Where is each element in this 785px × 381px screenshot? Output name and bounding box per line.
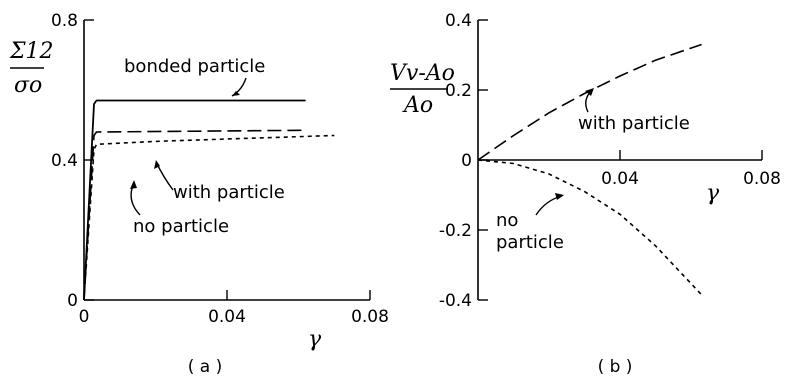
panel-b-label-no: no	[496, 210, 518, 231]
panel-b-ylabel-numerator: Vv-Ao	[390, 61, 455, 86]
panel-b-y-tick-label: -0.4	[439, 291, 472, 311]
panel-b-series-with-particle	[477, 43, 702, 161]
panel-b-y-tick-label: 0.4	[445, 11, 472, 31]
panel-a-x-tick-label: 0	[79, 307, 90, 327]
panel-a-ylabel-numerator: Σ12	[9, 39, 54, 64]
panel-b-x-tick-label: 0.04	[601, 169, 639, 189]
panel-b-xlabel: γ	[706, 181, 720, 206]
panel-b-label-particle: particle	[496, 232, 564, 253]
panel-a-x-tick-label: 0.04	[208, 307, 246, 327]
panel-a-label-with-particle: with particle	[173, 182, 285, 203]
panel-a-label-no-particle: no particle	[133, 216, 229, 237]
panel-a-ylabel-denominator: σo	[14, 73, 42, 98]
panel-a-xlabel: γ	[308, 327, 322, 352]
panel-b-arrowhead-no	[555, 193, 564, 200]
panel-a-caption: ( a )	[188, 357, 223, 377]
panel-b-arrowhead-with	[585, 88, 594, 96]
panel-b-x-tick-label: 0.08	[743, 169, 781, 189]
panel-a-marks: 0 0.4 0.8 0 0.04 0.08	[51, 11, 389, 327]
panel-a-y-tick-label: 0	[67, 291, 78, 311]
panel-b-y-tick-label: -0.2	[439, 221, 472, 241]
panel-b-marks: -0.4 -0.2 0 0.2 0.4 0.04 0.08	[439, 11, 781, 311]
panel-a-x-tick-label: 0.08	[351, 307, 389, 327]
panel-a-arrowhead-with	[154, 160, 160, 169]
panel-b-caption: ( b )	[598, 357, 633, 377]
panel-b-y-tick-label: 0	[461, 151, 472, 171]
panel-a-arrow-bonded	[231, 77, 247, 97]
panel-a-arrowhead-no	[130, 180, 137, 189]
panel-a-y-tick-label: 0.8	[51, 11, 78, 31]
panel-b-label-with-particle: with particle	[578, 113, 690, 134]
panel-a-label-bonded-particle: bonded particle	[124, 56, 265, 77]
panel-b-y-tick-label: 0.2	[445, 81, 472, 101]
panel-a-arrowhead-bonded	[232, 91, 240, 96]
panel-b: -0.4 -0.2 0 0.2 0.4 0.04 0.08 Vv-Ao Ao γ ( b )…	[390, 11, 781, 377]
panel-b-ylabel-denominator: Ao	[402, 93, 433, 118]
panel-b-series-no-particle	[477, 159, 703, 296]
panel-a-series-bonded-particle	[83, 99, 306, 301]
panel-a-series-no-particle	[83, 134, 335, 301]
panel-a: 0 0.4 0.8 0 0.04 0.08 Σ12 σo γ ( a ) bonded p…	[9, 11, 389, 377]
panel-a-y-tick-label: 0.4	[51, 151, 78, 171]
